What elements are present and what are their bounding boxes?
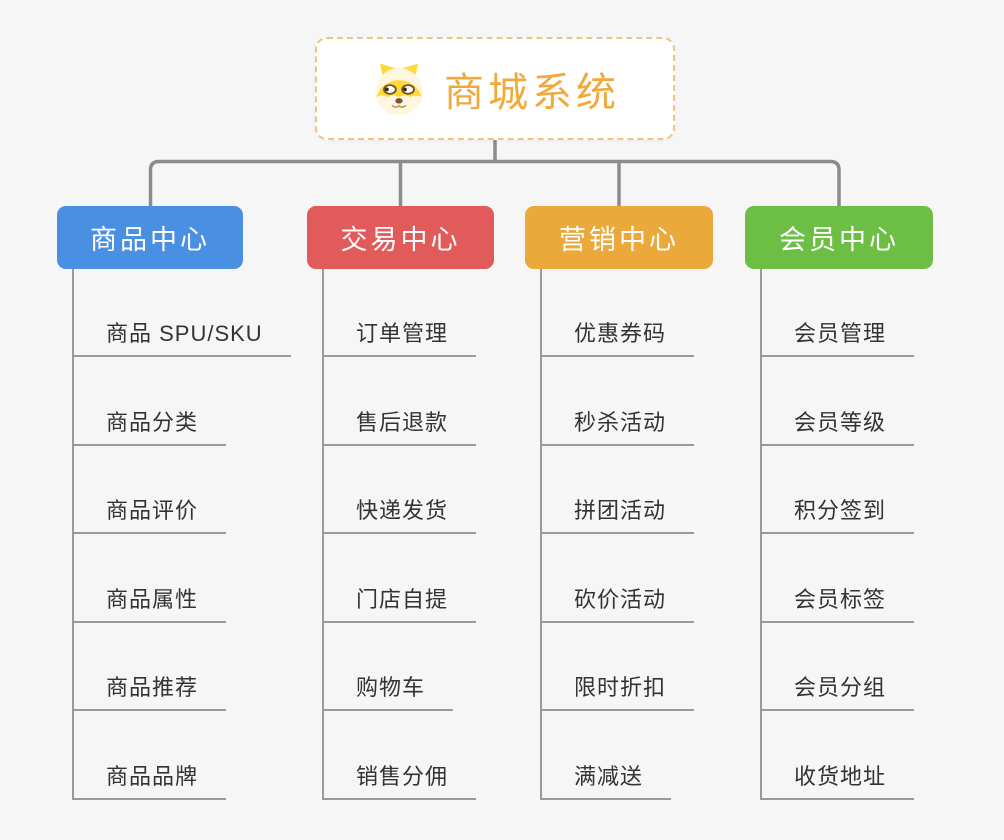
branch-item[interactable]: 收货地址: [760, 764, 915, 800]
branch-item[interactable]: 拼团活动: [540, 498, 695, 534]
branch-item[interactable]: 会员标签: [760, 587, 915, 623]
branch-item[interactable]: 商品推荐: [72, 675, 227, 711]
branch-item[interactable]: 售后退款: [322, 410, 477, 446]
branch-item[interactable]: 商品属性: [72, 587, 227, 623]
branch-header-label: 营销中心: [559, 225, 679, 255]
branch-header-label: 交易中心: [340, 225, 461, 255]
branch-spine: [760, 269, 762, 800]
branch-item[interactable]: 商品品牌: [72, 764, 227, 800]
branch-item[interactable]: 门店自提: [322, 587, 477, 623]
branch-header-label: 商品中心: [90, 225, 210, 255]
root-node-label: 商城系统: [444, 70, 620, 115]
doge-icon: [370, 60, 428, 118]
root-node[interactable]: 商城系统: [315, 37, 675, 140]
branch-item[interactable]: 订单管理: [322, 321, 477, 357]
branch-item[interactable]: 商品评价: [72, 498, 227, 534]
branch-spine: [322, 269, 324, 800]
branch-item[interactable]: 秒杀活动: [540, 410, 695, 446]
branch-header-marketing-center[interactable]: 营销中心: [525, 206, 713, 269]
branch-item[interactable]: 积分签到: [760, 498, 915, 534]
branch-item[interactable]: 会员管理: [760, 321, 915, 357]
branch-item[interactable]: 商品分类: [72, 410, 227, 446]
branch-header-member-center[interactable]: 会员中心: [745, 206, 933, 269]
branch-spine: [540, 269, 542, 800]
branch-item[interactable]: 快递发货: [322, 498, 477, 534]
branch-item[interactable]: 优惠券码: [540, 321, 695, 357]
branch-item[interactable]: 限时折扣: [540, 675, 695, 711]
branch-header-trade-center[interactable]: 交易中心: [307, 206, 494, 269]
branch-header-label: 会员中心: [779, 225, 899, 255]
branch-item[interactable]: 满减送: [540, 764, 672, 800]
branch-spine: [72, 269, 74, 800]
branch-item[interactable]: 砍价活动: [540, 587, 695, 623]
branch-item[interactable]: 商品 SPU/SKU: [72, 321, 291, 357]
branch-item[interactable]: 销售分佣: [322, 764, 477, 800]
branch-item[interactable]: 购物车: [322, 675, 454, 711]
branch-item[interactable]: 会员分组: [760, 675, 915, 711]
branch-header-product-center[interactable]: 商品中心: [57, 206, 243, 269]
branch-item[interactable]: 会员等级: [760, 410, 915, 446]
